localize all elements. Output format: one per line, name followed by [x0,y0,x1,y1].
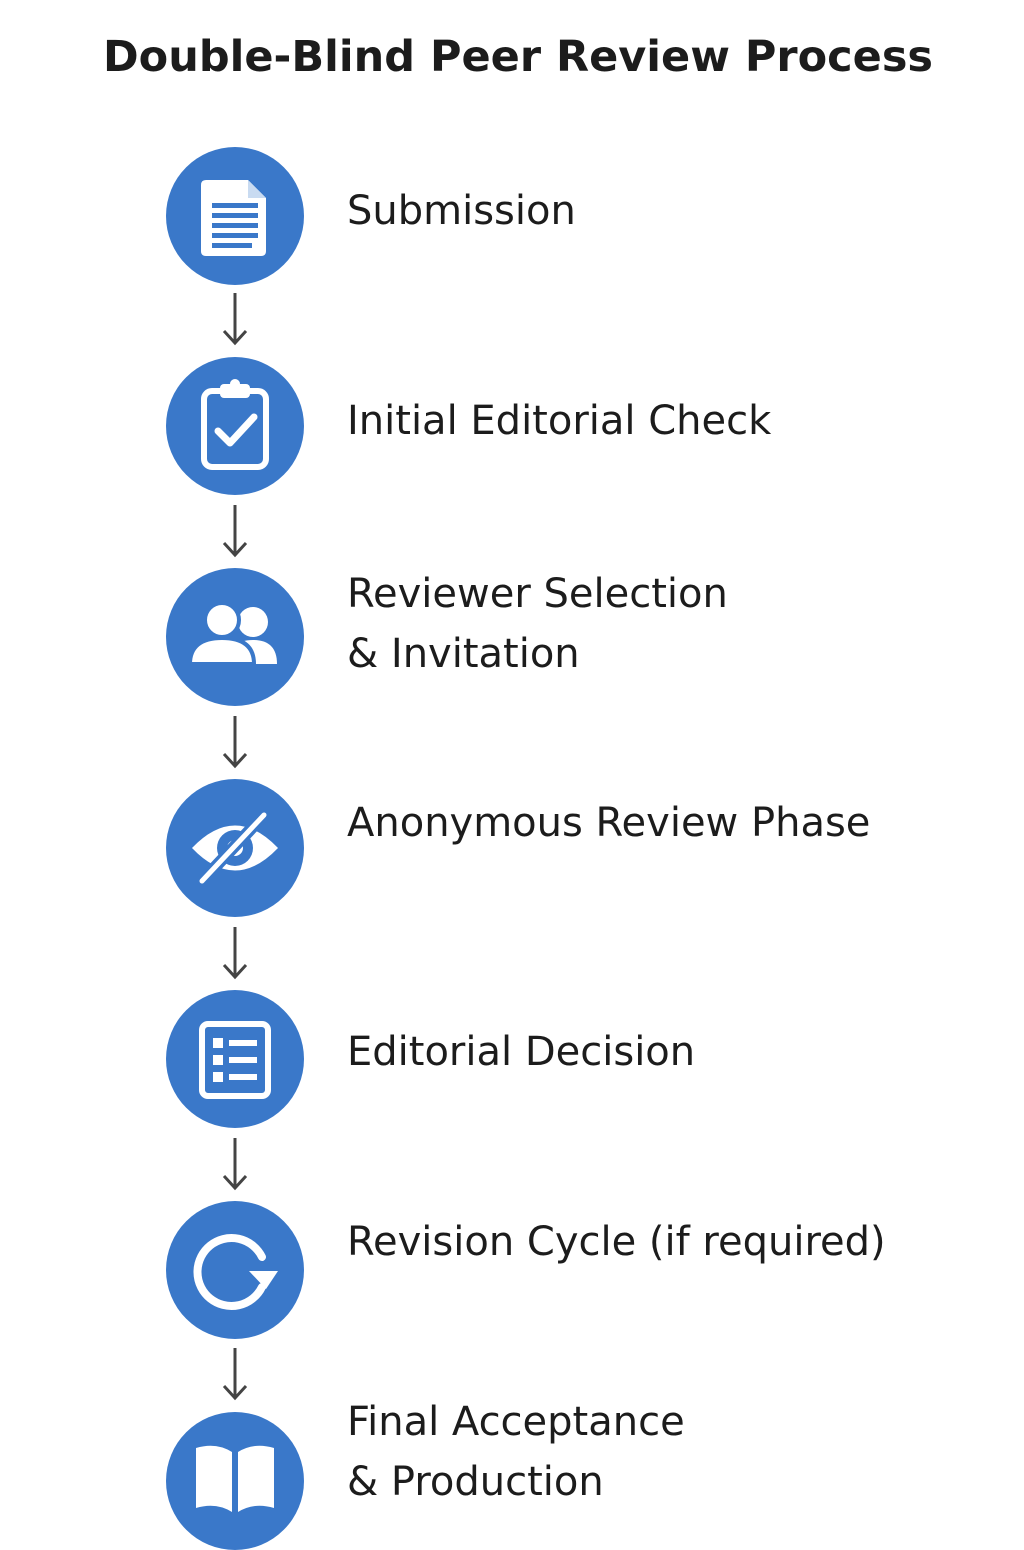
arrow-down-icon [222,927,248,980]
step-label-revision-cycle: Revision Cycle (if required) [347,1219,886,1265]
step-label-anonymous-review: Anonymous Review Phase [347,800,871,846]
page-title: Double-Blind Peer Review Process [102,32,934,82]
step-label-reviewer-selection: Reviewer Selection & Invitation [347,571,728,677]
step-label-initial-check: Initial Editorial Check [347,398,772,444]
step-label-submission: Submission [347,188,576,234]
clipboard-check-icon [166,357,304,495]
arrow-down-icon [222,716,248,769]
book-icon [166,1412,304,1550]
step-label-final-acceptance: Final Acceptance & Production [347,1399,685,1505]
arrow-down-icon [222,1348,248,1401]
arrow-down-icon [222,293,248,346]
users-icon [166,568,304,706]
arrow-down-icon [222,505,248,558]
arrow-down-icon [222,1138,248,1191]
document-icon [166,147,304,285]
checklist-icon [166,990,304,1128]
step-label-editorial-decision: Editorial Decision [347,1029,696,1075]
eye-slash-icon [166,779,304,917]
refresh-icon [166,1201,304,1339]
